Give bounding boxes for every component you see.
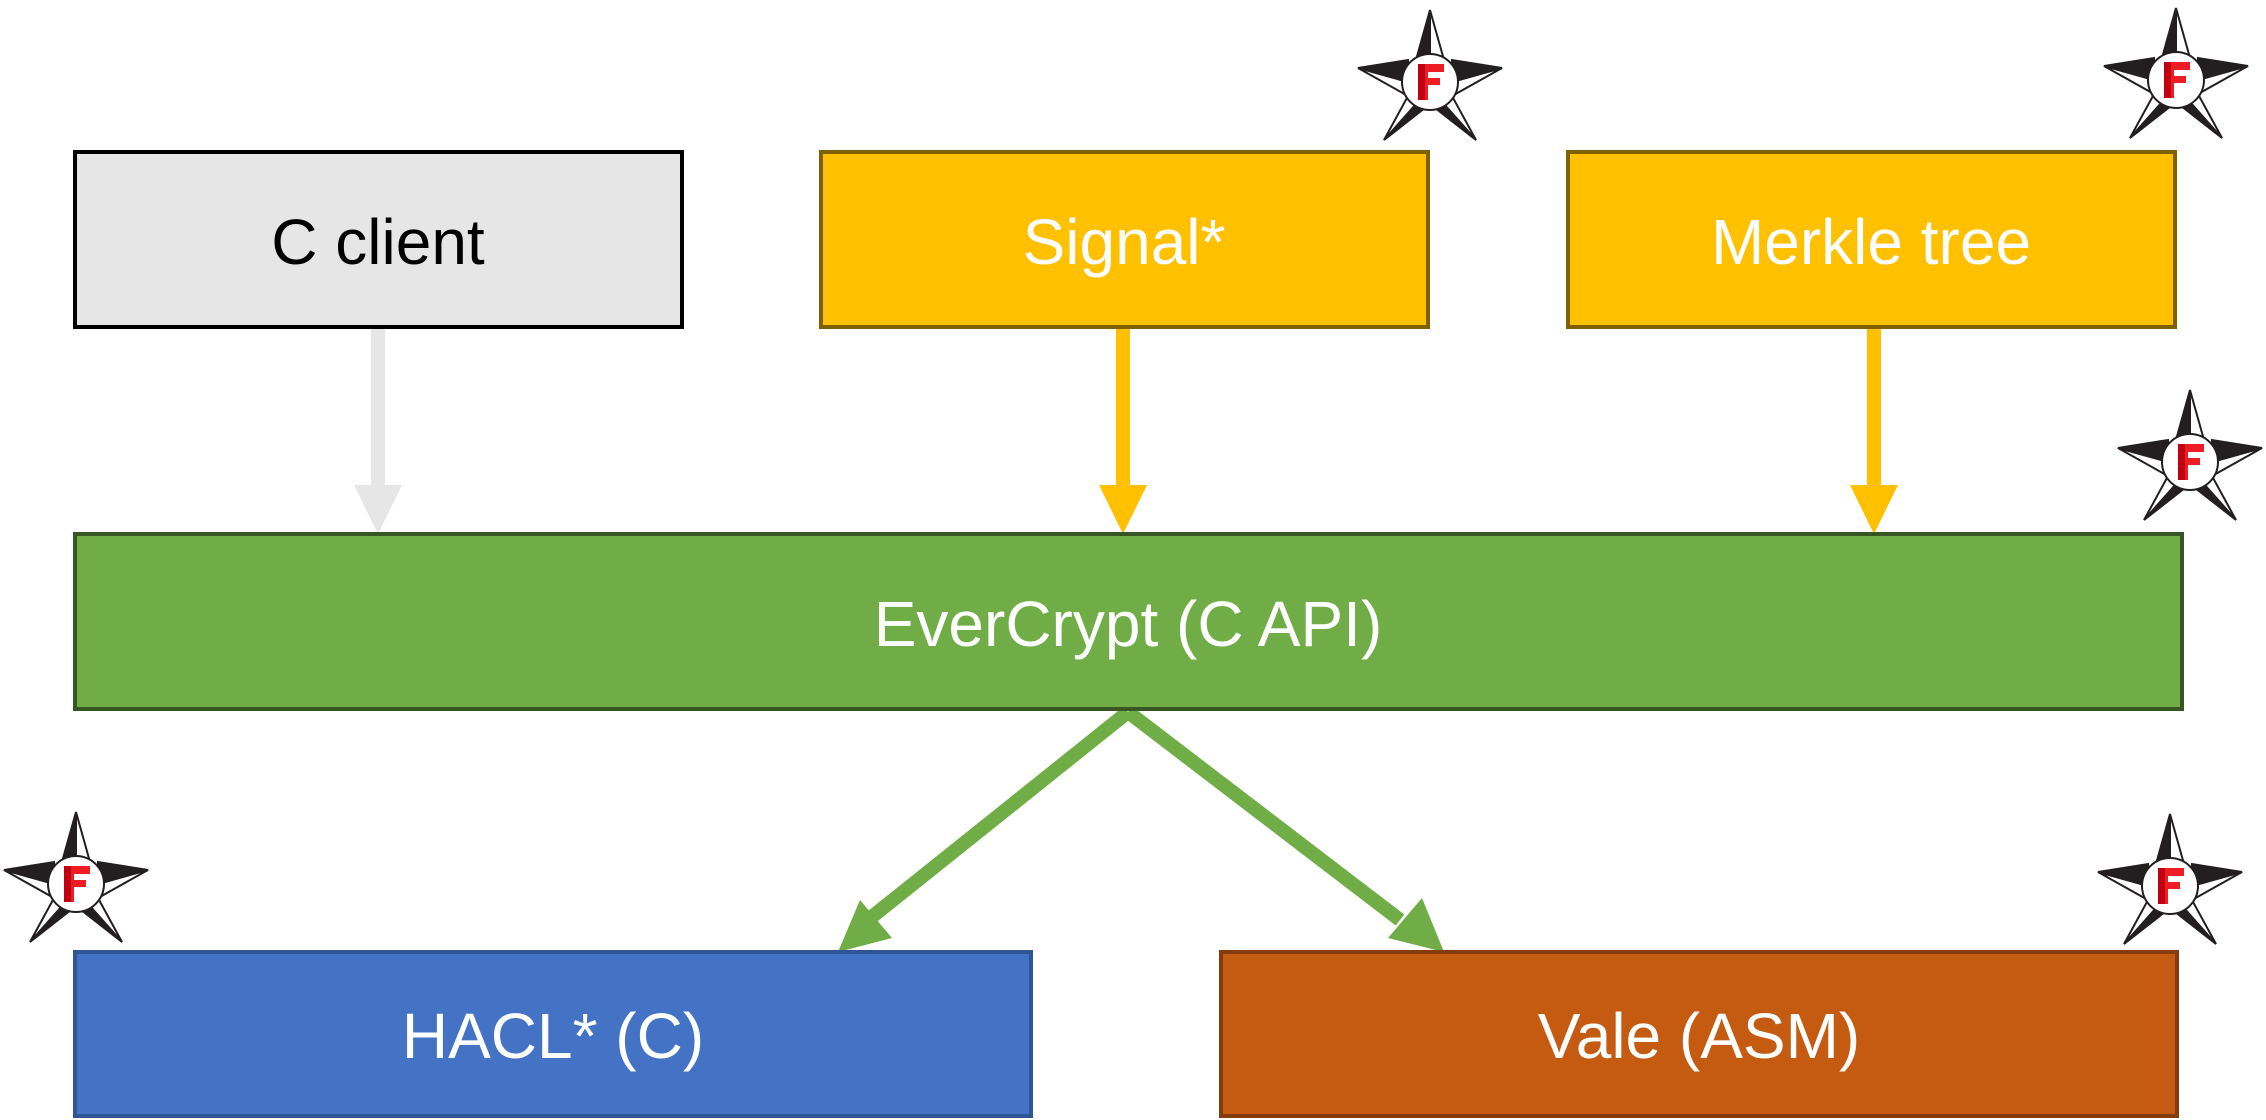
merkle-tree-box: Merkle tree (1566, 150, 2177, 329)
arrow-merkle-to-evercrypt (1850, 327, 1898, 534)
vale-box: Vale (ASM) (1219, 950, 2179, 1118)
hacl-label: HACL* (C) (402, 1000, 704, 1072)
arrow-evercrypt-to-hacl (838, 706, 1133, 952)
c-client-label: C client (271, 206, 485, 278)
fstar-logo-icon (3, 811, 149, 943)
merkle-tree-label: Merkle tree (1711, 206, 2031, 278)
vale-label: Vale (ASM) (1538, 1000, 1860, 1072)
arrow-evercrypt-to-vale (1123, 706, 1444, 952)
evercrypt-box: EverCrypt (C API) (73, 532, 2184, 711)
signal-box: Signal* (819, 150, 1430, 329)
fstar-logo-icon (1357, 9, 1503, 141)
fstar-logo-icon (2097, 813, 2243, 945)
signal-label: Signal* (1023, 206, 1226, 278)
evercrypt-label: EverCrypt (C API) (874, 588, 1383, 660)
c-client-box: C client (73, 150, 684, 329)
fstar-logo-icon (2103, 7, 2249, 139)
arrow-client-to-evercrypt (354, 327, 402, 534)
fstar-logo-icon (2117, 389, 2263, 521)
hacl-box: HACL* (C) (73, 950, 1033, 1118)
arrow-signal-to-evercrypt (1099, 327, 1147, 534)
